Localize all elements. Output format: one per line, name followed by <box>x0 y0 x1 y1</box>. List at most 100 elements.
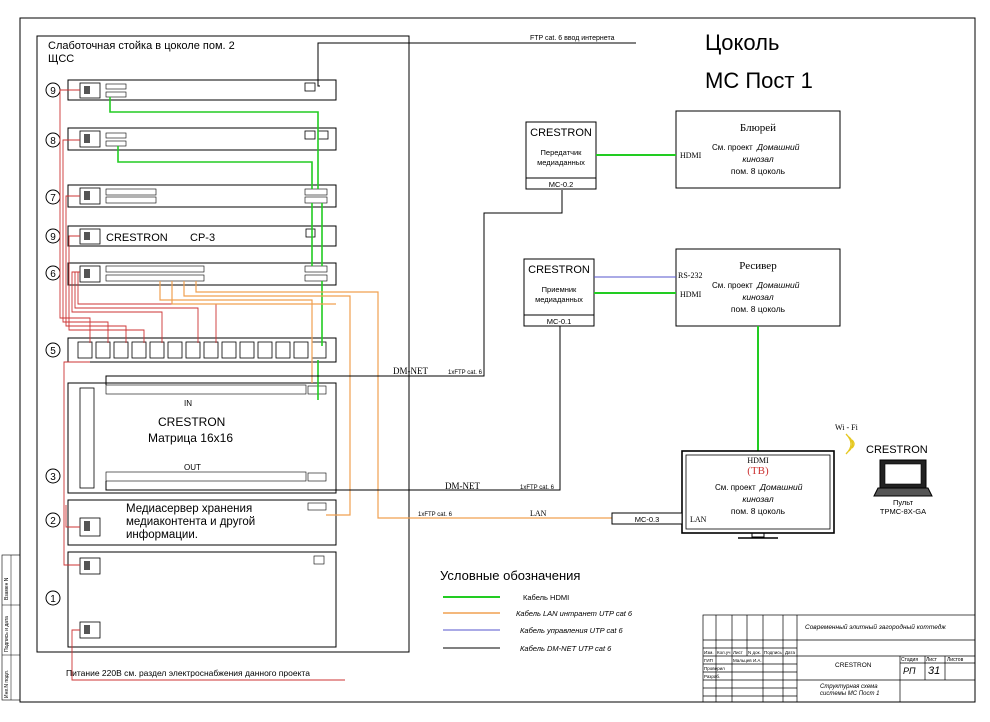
position-1: 1 <box>50 594 56 605</box>
stamp-desc1: Структурная схема <box>820 684 878 690</box>
lan-cable-label: 1xFTP cat. 6 <box>418 512 453 518</box>
dmnet1-label: DM-NET <box>393 366 428 376</box>
tx-code: МС-0.2 <box>549 180 574 189</box>
position-8: 8 <box>50 136 56 147</box>
stamp-row-checked: Проверил <box>704 666 725 671</box>
rx-line2: медиаданных <box>535 295 583 304</box>
stamp-org: CRESTRON <box>835 662 872 669</box>
stamp-row-developed: Разраб. <box>704 674 720 679</box>
tv-lan: LAN <box>690 515 707 524</box>
tx-line1: Передатчик <box>541 148 583 157</box>
stamp-sheet-header: Лист <box>926 657 938 663</box>
rx-box: CRESTRON Приемник медиаданных МС-0.1 <box>523 258 595 327</box>
legend-title: Условные обозначения <box>440 568 580 583</box>
side-stamp-3: Инв.N подл. <box>4 670 10 698</box>
power-cables <box>59 89 345 681</box>
sheet-title-1: Цоколь <box>705 30 779 55</box>
device-9a-internet-switch <box>67 79 337 101</box>
tv-ref1-italic: Домашний <box>759 482 803 492</box>
device-1-ups <box>67 551 337 648</box>
bluray-title: Блюрей <box>740 122 776 134</box>
tv-title: (ТВ) <box>747 465 769 477</box>
dmnet-cables <box>105 42 636 491</box>
stamp-head-6: Дата <box>785 650 795 655</box>
tv-ref1: См. проект <box>715 483 756 492</box>
position-9b: 9 <box>50 232 56 243</box>
legend-item-dmnet: Кабель DM-NET UTP cat 6 <box>520 644 612 653</box>
mc03-box <box>611 512 683 525</box>
matrix-brand: CRESTRON <box>158 415 225 429</box>
device-3-matrix: IN OUT CRESTRON Матрица 16x16 <box>67 382 337 494</box>
device-8-switch <box>67 127 337 151</box>
stamp-head-1: Изм. <box>704 650 714 655</box>
tx-box: CRESTRON Передатчик медиаданных МС-0.2 <box>525 121 597 190</box>
dmnet2-cable: 1xFTP cat. 6 <box>520 485 555 491</box>
position-3: 3 <box>50 472 56 483</box>
stamp-desc2: системы МС Пост 1 <box>820 691 879 697</box>
mediaserver-line3: информации. <box>126 529 198 541</box>
bluray-ref1-italic: Домашний <box>756 142 800 152</box>
receiver-ref1: См. проект <box>712 281 753 290</box>
remote-panel: Wi - Fi CRESTRON Пульт TPMC-8X-GA <box>835 423 933 516</box>
av-receiver-box: Ресивер RS-232 HDMI См. проект Домашний … <box>675 248 841 327</box>
bluray-ref2: кинозал <box>742 154 774 164</box>
wifi-icon <box>845 433 855 455</box>
remote-line2: TPMC-8X-GA <box>880 507 926 516</box>
stamp-sheet: 31 <box>928 665 940 677</box>
stamp-head-3: Лист <box>733 650 743 655</box>
receiver-port-hdmi: HDMI <box>680 290 702 299</box>
mediaserver-line1: Медиасервер хранения <box>126 503 252 515</box>
device-5-pdu <box>67 337 337 363</box>
rack-positions: 9 8 7 9 6 5 3 2 1 <box>45 82 61 606</box>
stamp-project: Современный элитный загородный коттедж <box>805 623 946 631</box>
tv-ref3: пом. 8 цоколь <box>731 506 786 516</box>
stamp-gip-name: Мальцев И.А. <box>733 658 762 663</box>
stamp-head-2: Кол.уч <box>717 650 731 655</box>
rx-code: МС-0.1 <box>547 317 572 326</box>
side-stamp-2: Подпись и дата <box>4 616 10 652</box>
cp3-brand: CRESTRON <box>106 232 168 244</box>
receiver-title: Ресивер <box>739 260 777 272</box>
sheet-frame <box>19 17 976 703</box>
tx-line2: медиаданных <box>537 158 585 167</box>
rx-line1: Приемник <box>542 285 577 294</box>
position-9a: 9 <box>50 86 56 97</box>
device-2-mediaserver: Медиасервер хранения медиаконтента и дру… <box>67 499 337 546</box>
cp3-model: CP-3 <box>190 232 215 244</box>
rack-title: Слаботочная стойка в цоколе пом. 2 <box>48 40 235 52</box>
wifi-label: Wi - Fi <box>835 423 859 432</box>
mc03-label: МС-0.3 <box>635 515 660 524</box>
matrix-out-label: OUT <box>184 463 201 472</box>
bluray-port: HDMI <box>680 151 702 160</box>
tx-brand: CRESTRON <box>530 127 592 139</box>
receiver-ref1-italic: Домашний <box>756 280 800 290</box>
bluray-box: Блюрей HDMI См. проект Домашний кинозал … <box>675 110 841 189</box>
tv-display: HDMI (ТВ) См. проект Домашний кинозал по… <box>681 450 835 539</box>
internet-feed-label: FTP cat. 6 ввод интернета <box>530 35 615 42</box>
dmnet1-cable: 1xFTP cat. 6 <box>448 370 483 376</box>
rack-outline <box>36 35 410 653</box>
rack-subtitle: ЩСС <box>48 53 74 65</box>
receiver-ref3: пом. 8 цоколь <box>731 304 786 314</box>
device-7-patch-switch <box>67 184 337 208</box>
stamp-stage-header: Стадия <box>901 657 918 663</box>
legend: Условные обозначения Кабель HDMI Кабель … <box>440 568 633 653</box>
matrix-model: Матрица 16x16 <box>148 431 233 445</box>
stamp-head-4: N док. <box>748 650 761 655</box>
legend-item-control: Кабель управления UTP cat 6 <box>520 626 624 635</box>
side-stamp-1: Взамен N <box>4 577 10 600</box>
dmnet2-label: DM-NET <box>445 481 480 491</box>
position-2: 2 <box>50 516 56 527</box>
matrix-in-label: IN <box>184 399 192 408</box>
mediaserver-line2: медиаконтента и другой <box>126 516 255 528</box>
hdmi-cables-right <box>594 154 759 451</box>
bluray-ref1: См. проект <box>712 143 753 152</box>
power-note: Питание 220В см. раздел электроснабжения… <box>66 668 310 678</box>
stamp-sheets-header: Листов <box>947 657 964 663</box>
bluray-ref3: пом. 8 цоколь <box>731 166 786 176</box>
lan-cables-rack <box>159 281 612 519</box>
title-block <box>702 614 976 703</box>
device-9b-crestron-cp3: CRESTRON CP-3 <box>67 225 337 247</box>
legend-item-lan: Кабель LAN интранет UTP cat 6 <box>516 609 633 618</box>
